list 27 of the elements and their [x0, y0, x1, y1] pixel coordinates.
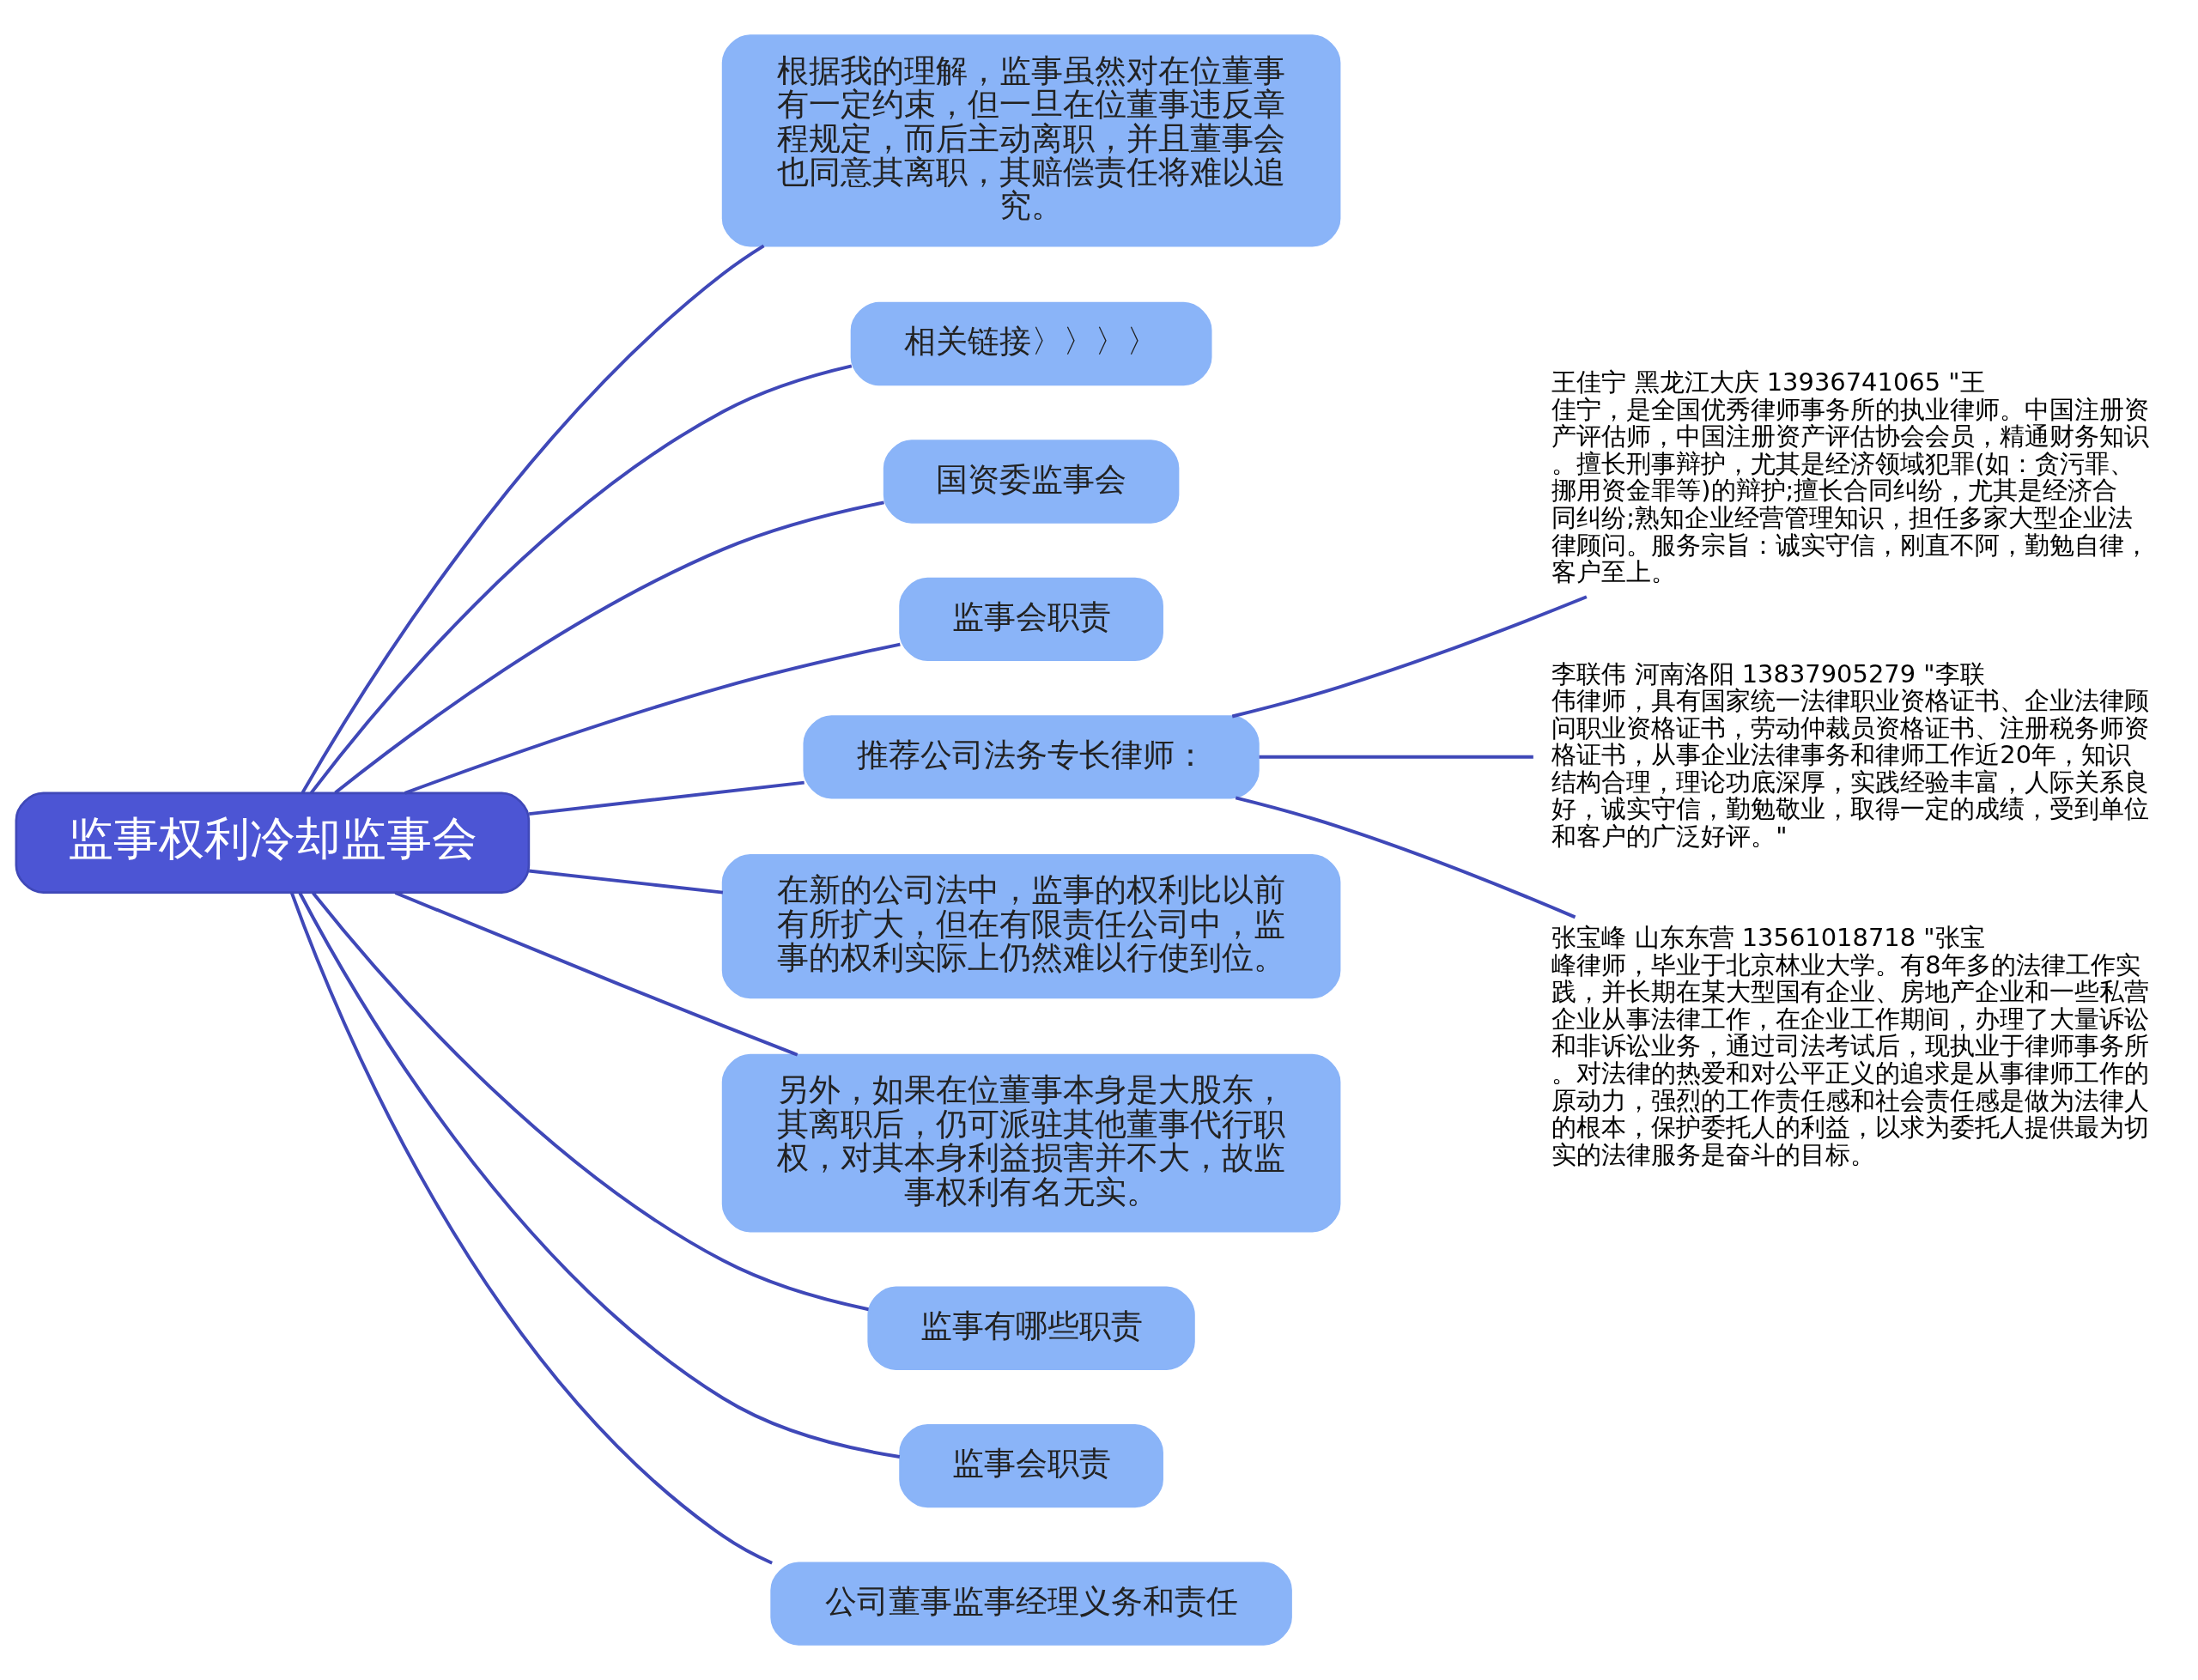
connector	[301, 244, 765, 794]
node-box: 另外，如果在位董事本身是大股东，其离职后，仍可派驻其他董事代行职权，对其本身利益损害并不大，故监事权利有名无实。	[721, 1053, 1341, 1233]
connector	[312, 892, 869, 1312]
node-box: 根据我的理解，监事虽然对在位董事有一定约束，但一旦在位董事违反章程规定，而后主动离职，并且董事会也同意其离职，其赔偿责任将难以追究。	[721, 34, 1341, 247]
connector	[309, 364, 853, 795]
node-box: 国资委监事会	[883, 440, 1180, 524]
node-box: 在新的公司法中，监事的权利比以前有所扩大，但在有限责任公司中，监事的权利实际上仍然难以行使到位。	[721, 853, 1341, 999]
node-box: 推荐公司法务专长律师：	[803, 715, 1260, 799]
connector	[334, 500, 884, 795]
connector	[528, 780, 805, 816]
node-box: 监事会职责	[899, 1424, 1163, 1508]
node-box: 监事会职责	[899, 577, 1163, 662]
connector	[289, 892, 773, 1565]
node-box: 公司董事监事经理义务和责任	[770, 1562, 1292, 1646]
node-box: 监事有哪些职责	[867, 1286, 1195, 1370]
connector	[394, 891, 798, 1057]
connector	[528, 869, 724, 895]
node-text: 王佳宁 黑龙江大庆 13936741065 "王佳宁，是全国优秀律师事务所的执业律师。中国注册资产评估师，中国注册资产评估协会会员，精通财务知识。擅长刑事辩护，尤其是经济领域犯罪(如：贪污罪、挪用资金罪等)的辩护;擅长合同纠纷，尤其是经济合同纠纷;熟知企业经营管理知识，担任多家大型企业法律顾问。服务宗旨：诚实守信，刚直不阿，勤勉自律，客户至上。	[1551, 367, 2150, 587]
node-text: 李联伟 河南洛阳 13837905279 "李联伟律师，具有国家统一法律职业资格证书、企业法律顾问职业资格证书，劳动仲裁员资格证书、注册税务师资格证书，从事企业法律事务和律师工作近20年，知识结构合理，理论功底深厚，实践经验丰富，人际关系良好，诚实守信，勤勉敬业，取得一定的成绩，受到单位和客户的广泛好评。"	[1551, 658, 2150, 851]
connector	[298, 892, 901, 1459]
connector	[1259, 755, 1533, 759]
node-box: 监事权利冷却监事会	[15, 791, 531, 894]
connector	[1235, 796, 1576, 919]
node-text: 张宝峰 山东东营 13561018718 "张宝峰律师，毕业于北京林业大学。有8年多的法律工作实践，并长期在某大型国有企业、房地产企业和一些私营企业从事法律工作，在企业工作期间，办理了大量诉讼和非诉讼业务，通过司法考试后，现执业于律师事务所。对法律的热爱和对公平正义的追求是从事律师工作的原动力，强烈的工作责任感和社会责任感是做为法律人的根本，保护委托人的利益，以求为委托人提供最为切实的法律服务是奋斗的目标。	[1551, 923, 2150, 1169]
connector	[404, 642, 901, 795]
connector	[1231, 595, 1588, 719]
node-box: 相关链接〉〉〉〉	[850, 301, 1212, 386]
